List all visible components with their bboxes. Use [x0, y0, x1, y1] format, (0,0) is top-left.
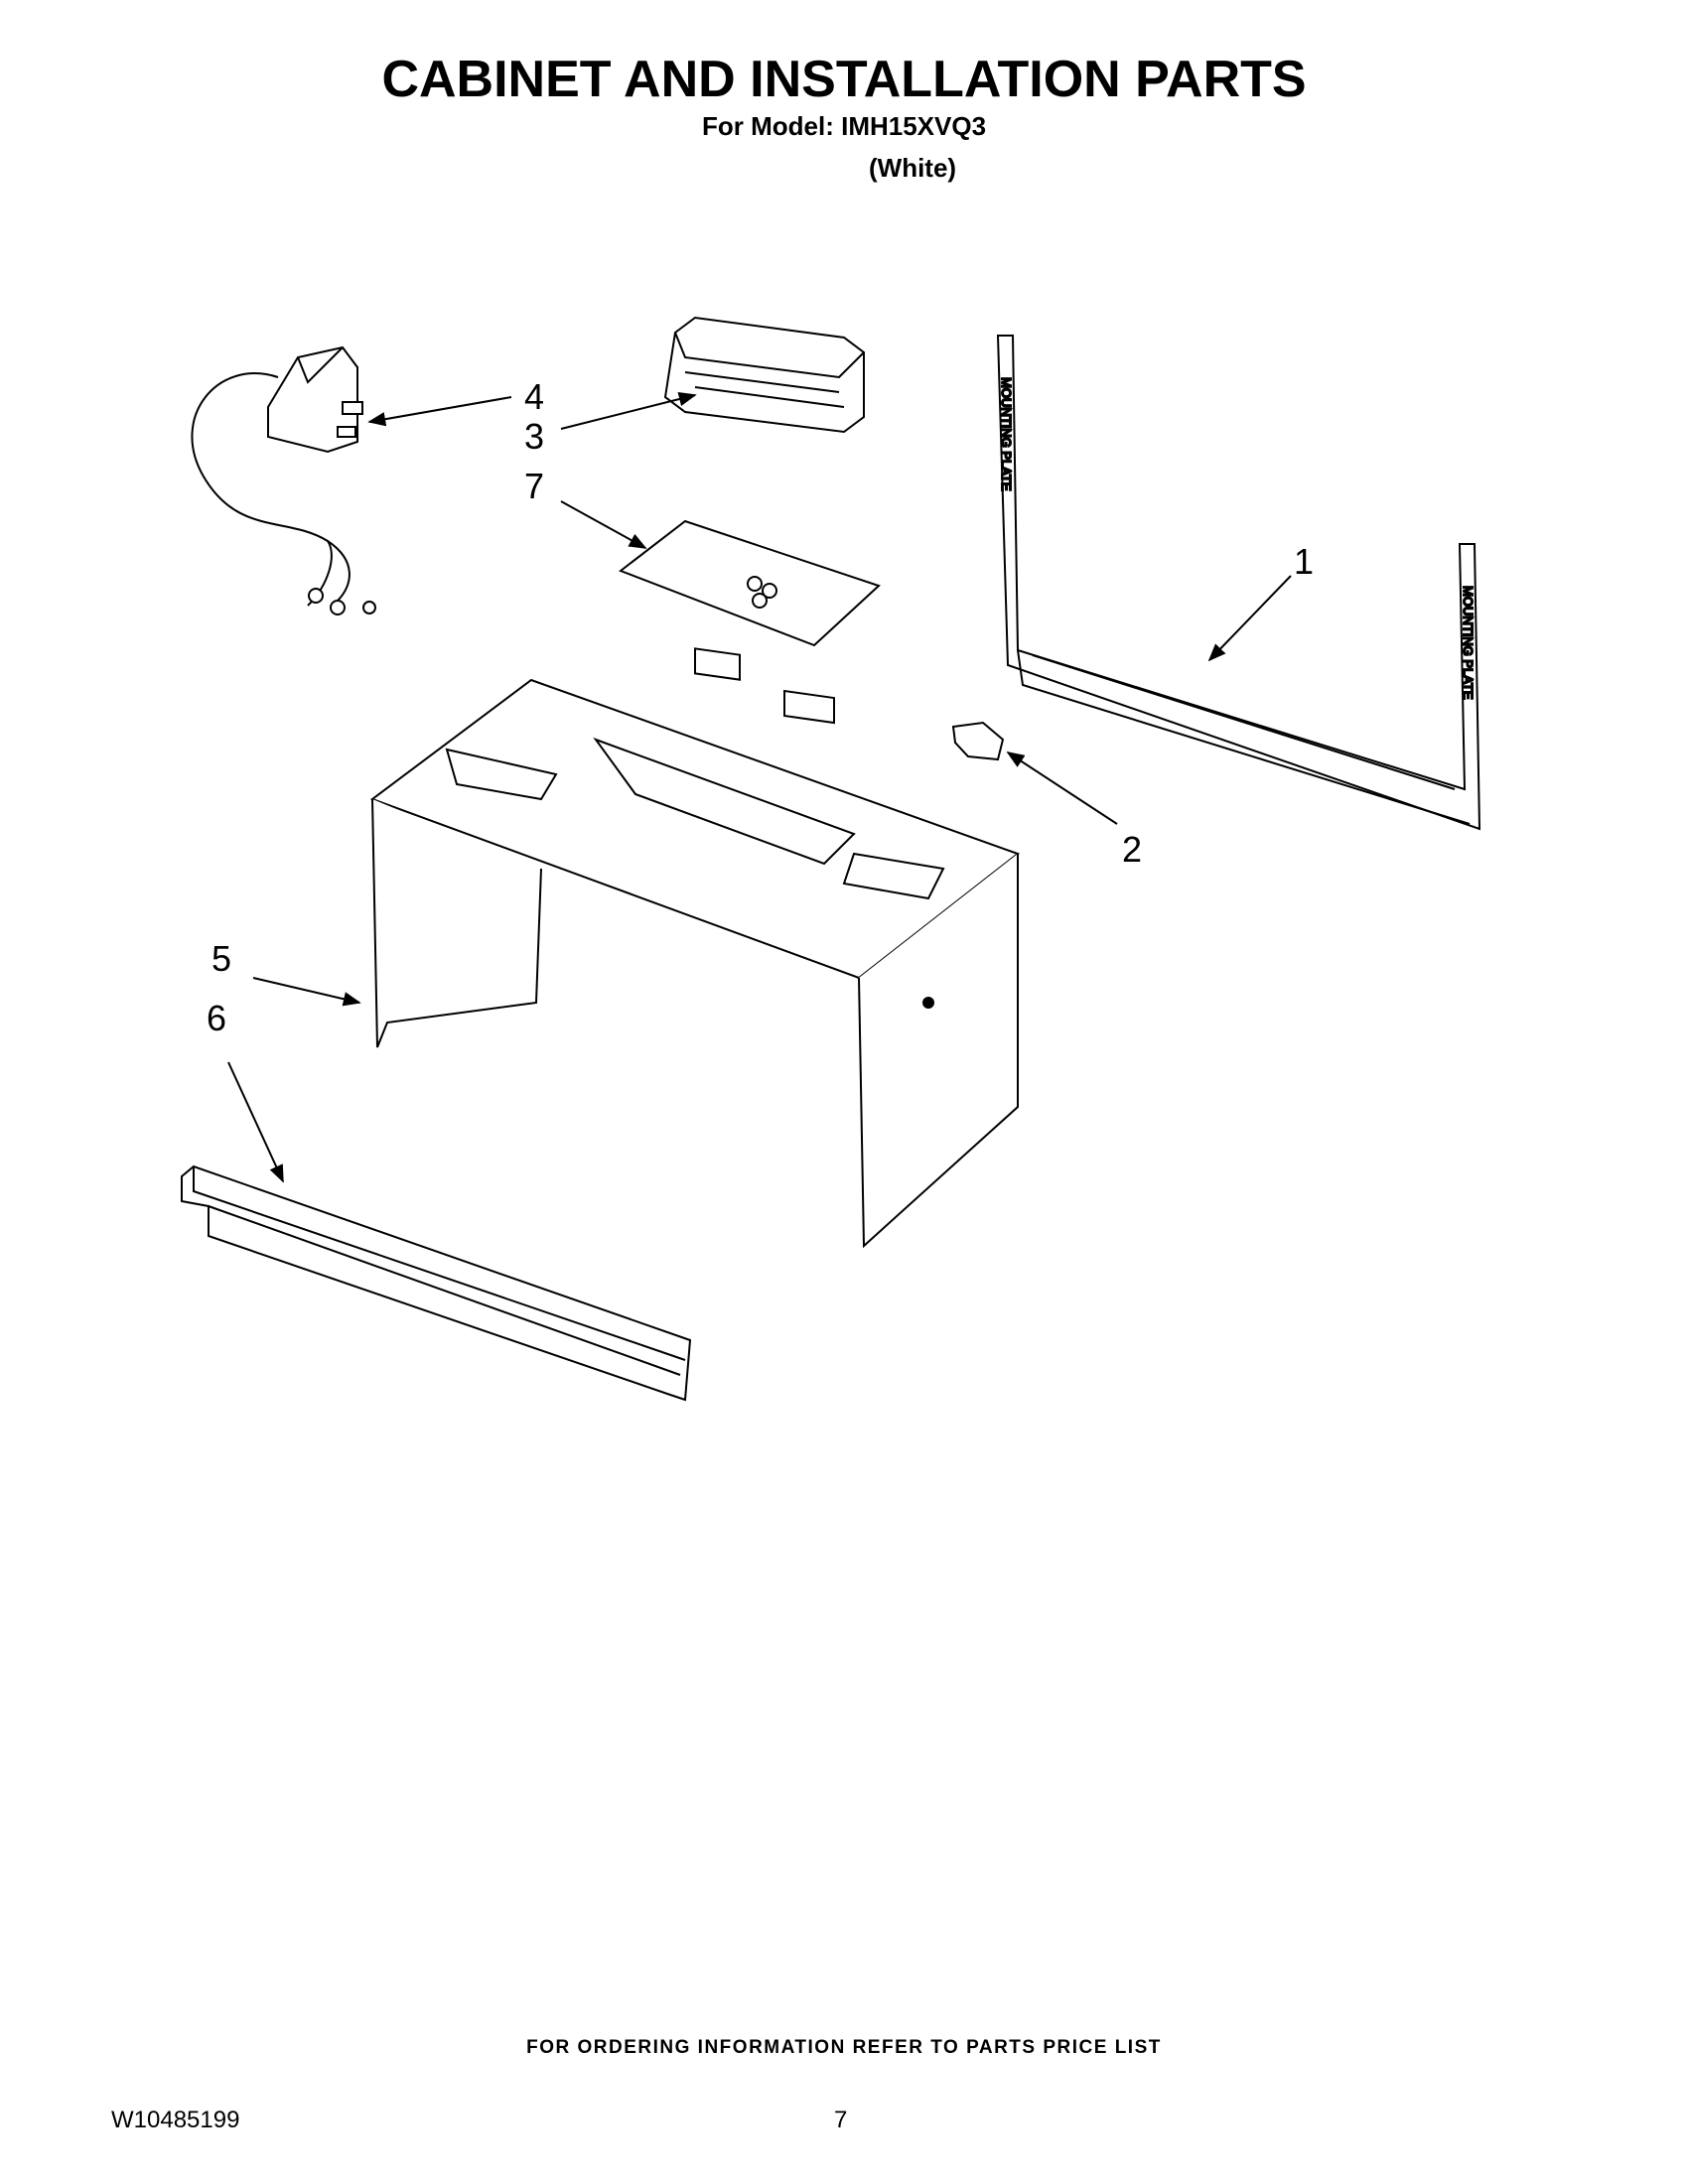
cabinet-part: [369, 678, 1021, 1249]
leader-6: [227, 1061, 284, 1183]
model-line: For Model: IMH15XVQ3: [702, 111, 987, 141]
page-title: CABINET AND INSTALLATION PARTS: [381, 51, 1307, 108]
duct-connector-part: [663, 316, 865, 434]
leader-3: [560, 391, 697, 430]
callout-2: 2: [1122, 829, 1142, 870]
callout-6: 6: [207, 998, 226, 1038]
leader-lines: [227, 391, 1292, 1183]
leader-1: [1207, 575, 1292, 662]
callout-1: 1: [1294, 541, 1314, 582]
callout-4: 4: [524, 376, 544, 417]
callout-5: 5: [211, 938, 231, 979]
leader-5: [252, 977, 361, 1007]
color-line: (White): [869, 153, 957, 183]
plate-label-right: MOUNTING PLATE: [1461, 586, 1476, 700]
exploded-parts-diagram: MOUNTING PLATE MOUNTING PLATE 4 3 7 1 2 …: [181, 316, 1481, 1402]
page-number: 7: [834, 2107, 848, 2133]
leader-4: [367, 396, 512, 427]
callout-3: 3: [524, 416, 544, 457]
callout-7: 7: [524, 466, 544, 506]
grille-part: [181, 1164, 692, 1402]
power-cord-part: [191, 345, 376, 615]
leader-7: [560, 500, 647, 549]
top-plate-part: [618, 519, 881, 725]
plate-label-left: MOUNTING PLATE: [999, 377, 1014, 491]
document-number: W10485199: [111, 2107, 240, 2133]
mounting-plate-part: MOUNTING PLATE MOUNTING PLATE: [996, 335, 1481, 831]
ordering-note: FOR ORDERING INFORMATION REFER TO PARTS …: [526, 2037, 1162, 2058]
leader-2: [1006, 751, 1118, 825]
bracket-part: [951, 721, 1005, 761]
